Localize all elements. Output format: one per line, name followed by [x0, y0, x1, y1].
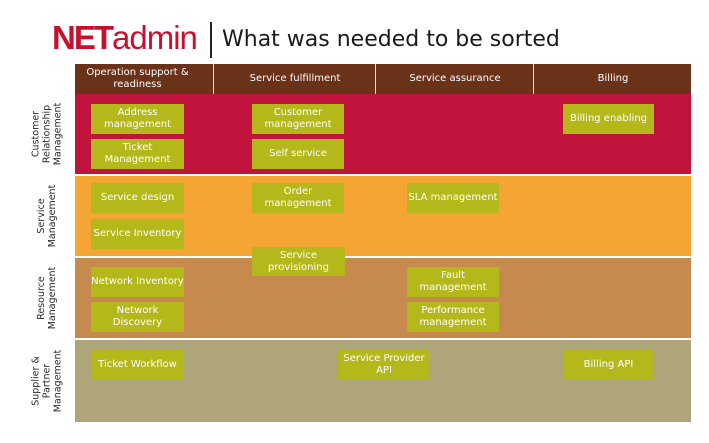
- column-divider-3: [533, 64, 534, 94]
- page-title: What was needed to be sorted: [222, 27, 560, 52]
- column-header-service-assurance: Service assurance: [409, 73, 501, 84]
- column-header-billing: Billing: [597, 73, 629, 84]
- billing-enabling-box: Billing enabling: [563, 104, 654, 134]
- performance-management-box: Performance management: [407, 302, 499, 332]
- logo-net-text: NET: [52, 19, 114, 56]
- service-provisioning-box: Service provisioning: [252, 247, 345, 276]
- title-divider: [210, 22, 212, 58]
- fault-management-box: Fault management: [407, 267, 499, 297]
- column-header-service-fulfillment: Service fulfillment: [249, 73, 341, 84]
- order-management-box: Order management: [252, 183, 344, 213]
- network-inventory-box: Network Inventory: [91, 267, 184, 297]
- self-service-box: Self service: [252, 139, 344, 169]
- customer-management-box: Customer management: [252, 104, 344, 134]
- ticket-management-box: Ticket Management: [91, 139, 184, 169]
- service-design-box: Service design: [91, 183, 184, 213]
- column-divider-1: [213, 64, 214, 94]
- row-label-resource-wrap: Resource Management: [22, 258, 72, 338]
- network-discovery-box: Network Discovery: [91, 302, 184, 332]
- row-label-service: Service Management: [36, 184, 58, 248]
- row-label-supplier: Supplier & Partner Management: [30, 349, 64, 413]
- billing-api-box: Billing API: [563, 350, 654, 380]
- column-divider-2: [375, 64, 376, 94]
- header-band: [75, 64, 691, 94]
- sla-management-box: SLA management: [407, 183, 499, 213]
- address-management-box: Address management: [91, 104, 184, 134]
- ticket-workflow-box: Ticket Workflow: [91, 350, 184, 380]
- row-label-resource: Resource Management: [36, 266, 58, 330]
- column-header-operation-support: Operation support & readiness: [86, 67, 189, 90]
- row-label-supplier-wrap: Supplier & Partner Management: [22, 340, 72, 422]
- service-provider-api-box: Service Provider API: [338, 350, 430, 380]
- row-label-crm-wrap: Customer Relationship Management: [22, 94, 72, 174]
- row-label-crm: Customer Relationship Management: [30, 102, 64, 166]
- logo-admin-text: admin: [112, 19, 198, 56]
- service-inventory-box: Service Inventory: [91, 219, 184, 249]
- row-label-service-wrap: Service Management: [22, 176, 72, 256]
